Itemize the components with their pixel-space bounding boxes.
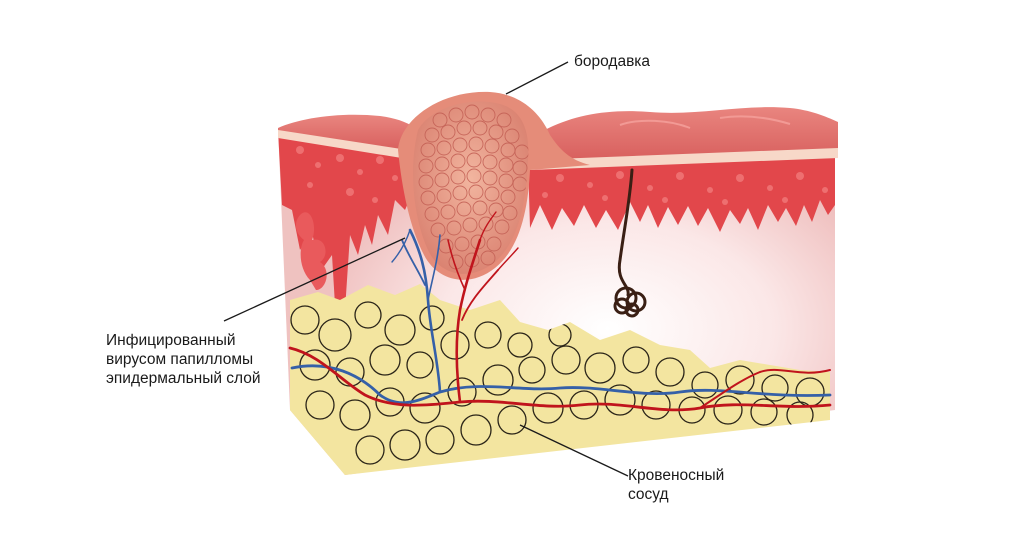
- infected-layer-label: Инфицированный вирусом папилломы эпидерм…: [106, 331, 261, 388]
- wart-label: бородавка: [574, 53, 651, 70]
- wart: [398, 91, 590, 280]
- blood-vessels: [288, 211, 832, 412]
- leader-lines: [223, 61, 629, 477]
- infected-layer-label-line-3: эпидермальный слой: [106, 370, 261, 387]
- vessel-leader-line: [519, 424, 629, 477]
- hair-follicle: [613, 168, 647, 318]
- infected-layer-leader-line: [223, 237, 406, 322]
- blood-vessel-label-line-2: сосуд: [628, 486, 669, 503]
- papillary-layer: [278, 130, 835, 310]
- wart-leader-line: [505, 61, 569, 95]
- infected-layer-label-line-1: Инфицированный: [106, 332, 236, 349]
- infected-layer-label-line-2: вирусом папилломы: [106, 351, 254, 368]
- epidermis-surface: [278, 107, 838, 170]
- blood-vessel-label-line-1: Кровеносный: [628, 467, 725, 484]
- blood-vessel-label: Кровеносный сосуд: [628, 466, 724, 504]
